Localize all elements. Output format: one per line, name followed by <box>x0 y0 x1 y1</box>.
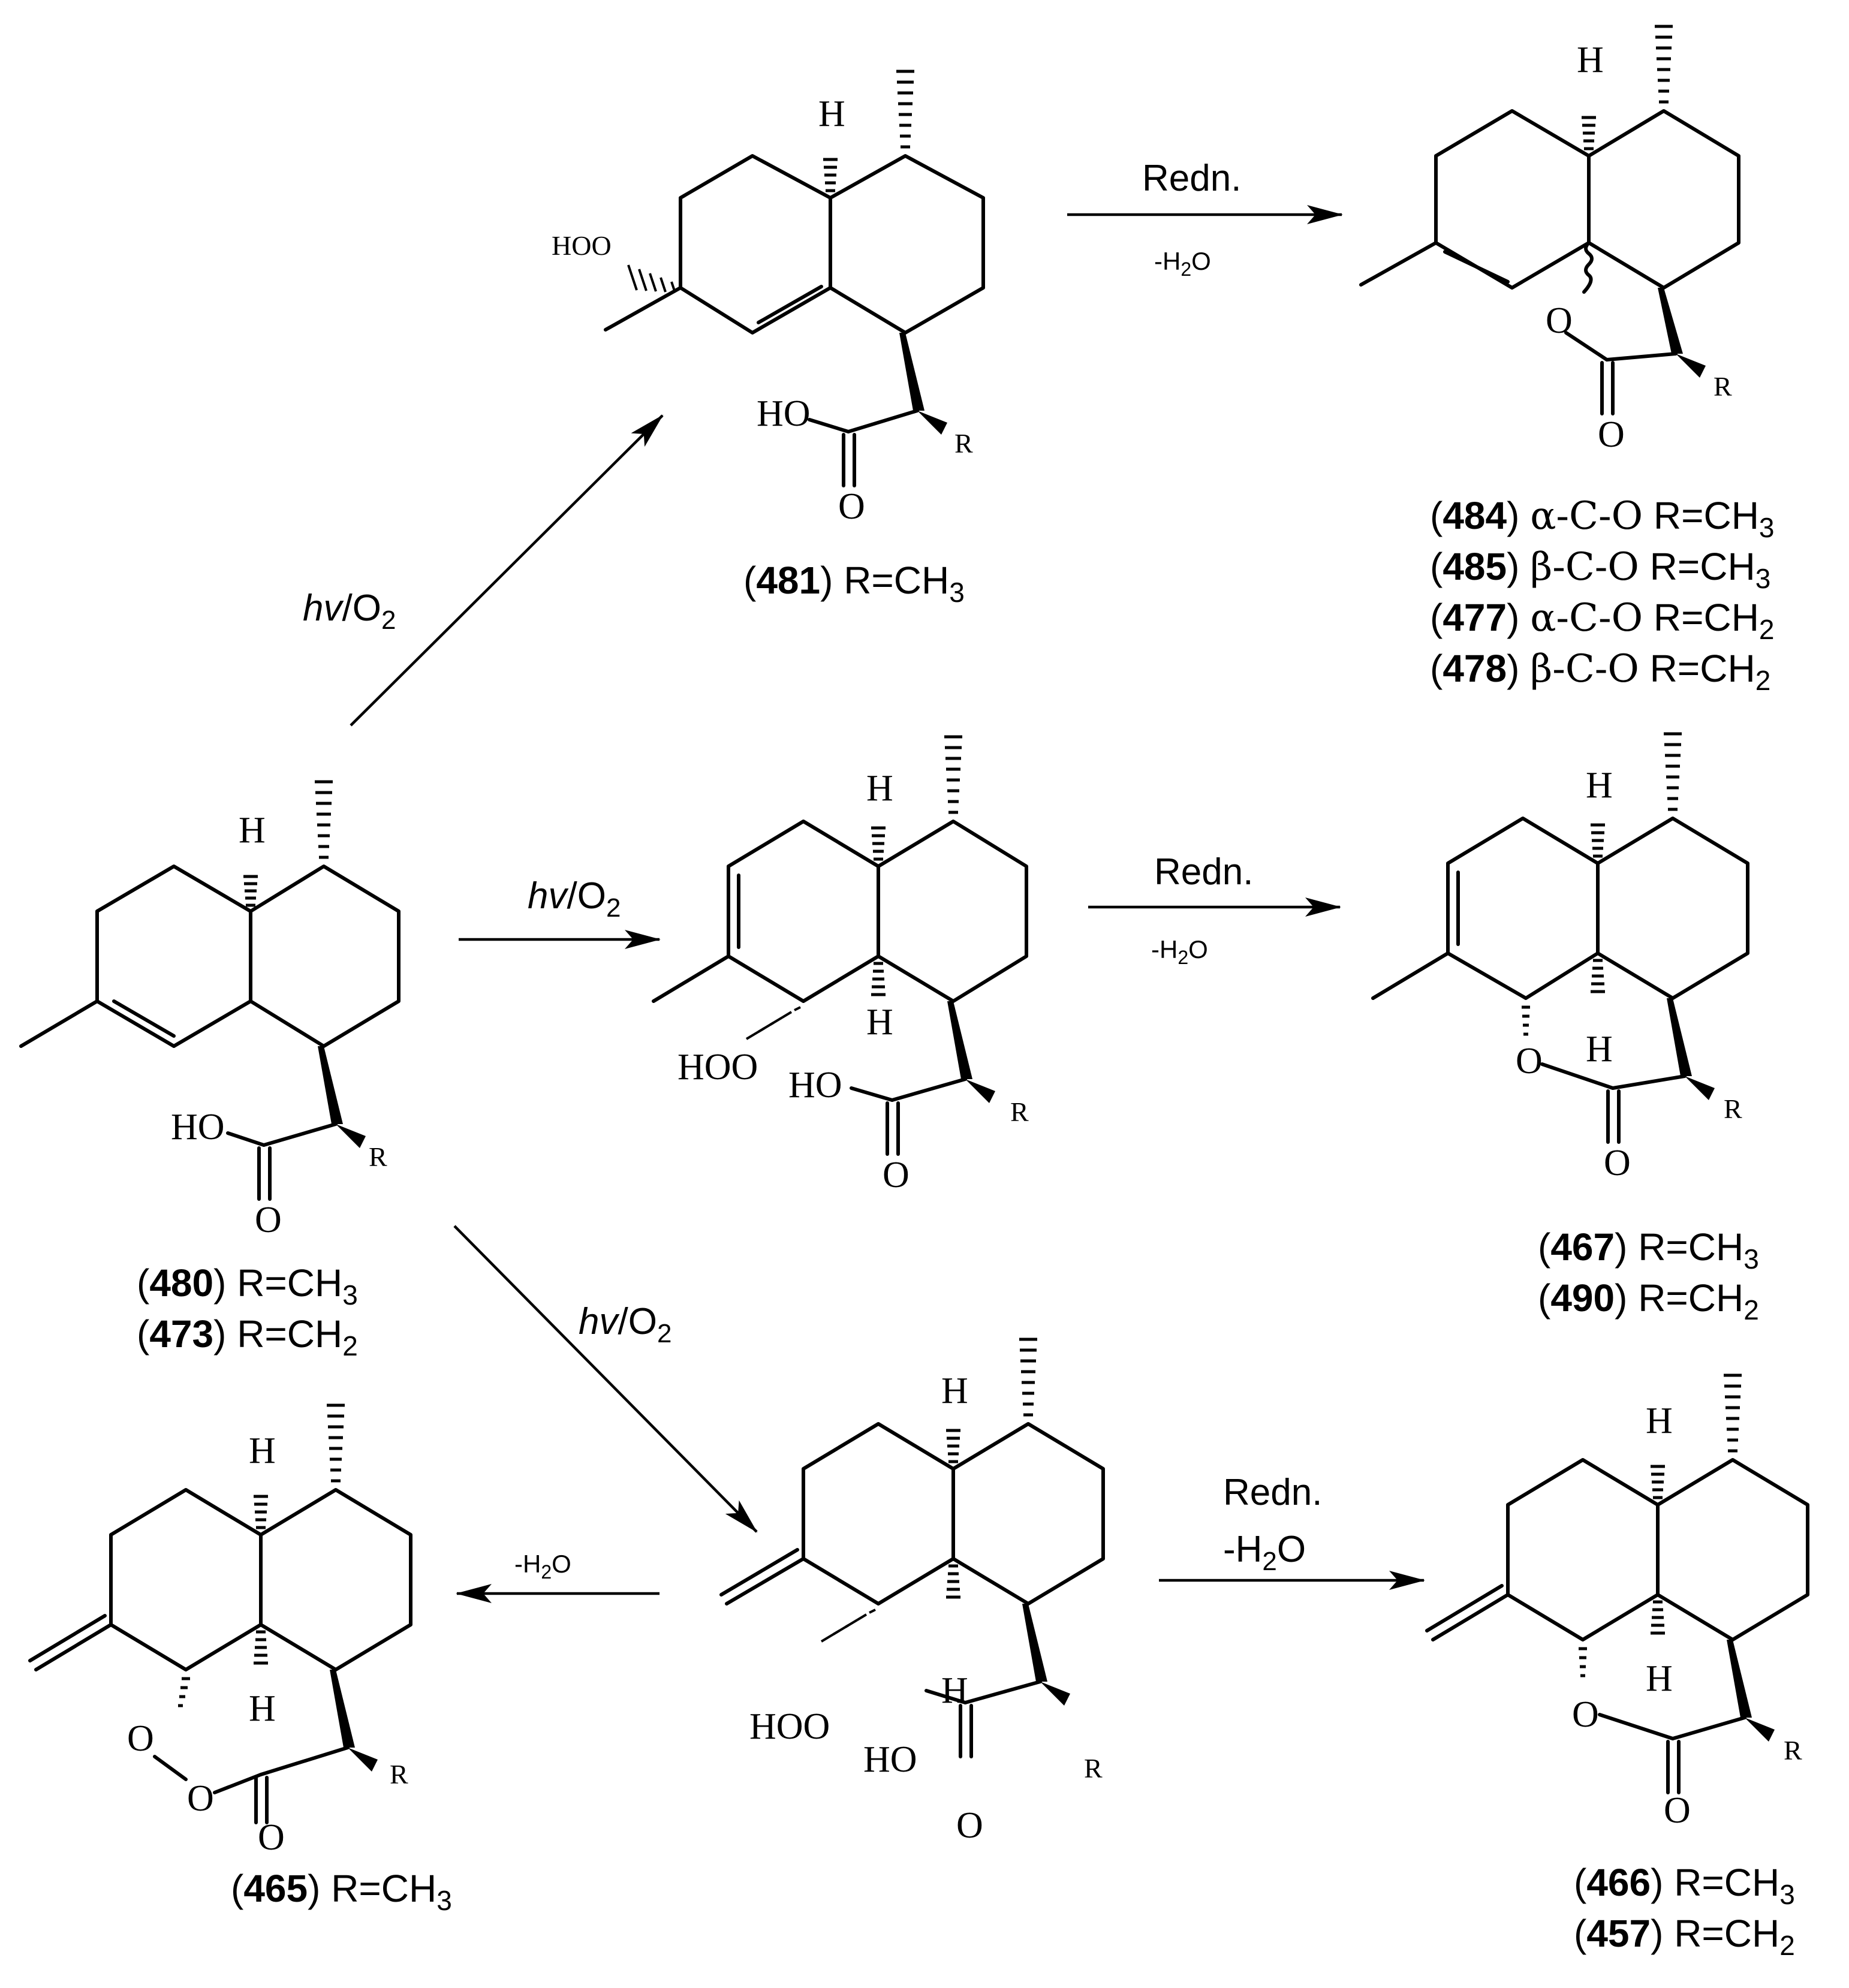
label-477: (477) α-C-O R=CH2 <box>1430 596 1775 645</box>
atom-o: O <box>838 486 865 527</box>
atom-h: H <box>818 94 845 134</box>
atom-r: R <box>1784 1735 1802 1766</box>
reagent-redn-1: Redn. <box>1142 158 1241 199</box>
atom-o: O <box>258 1817 285 1858</box>
arrow-down-to-lower <box>453 1225 758 1533</box>
structure-481: HOO H HO O R <box>552 70 985 527</box>
label-485: (485) β-C-O R=CH3 <box>1430 545 1770 594</box>
hash-h <box>243 875 258 907</box>
label-457: (457) R=CH2 <box>1574 1912 1795 1961</box>
structure-465: H H O O O R <box>28 1403 412 1858</box>
atom-r: R <box>1714 371 1732 402</box>
atom-r: R <box>1724 1094 1742 1124</box>
structure-484: H O O R <box>1359 25 1740 455</box>
reagent-photo-3: hv/O2 <box>579 1301 671 1348</box>
atom-o: O <box>883 1155 910 1195</box>
atom-h-top: H <box>941 1370 968 1411</box>
structure-480: H HO O R <box>19 780 400 1240</box>
label-484: (484) α-C-O R=CH3 <box>1430 494 1775 543</box>
structure-middle-hydroperoxide: H H HOO HO O R <box>652 735 1029 1195</box>
label-473: (473) R=CH2 <box>137 1312 358 1362</box>
atom-o-ring: O <box>1516 1041 1543 1082</box>
atom-o: O <box>1604 1143 1631 1183</box>
atom-o: O <box>255 1200 282 1240</box>
atom-ho: HO <box>171 1107 225 1147</box>
atom-o-2: O <box>187 1778 214 1819</box>
reagent-dehydration-3: -H2O <box>514 1550 571 1583</box>
atom-ho: HO <box>863 1739 917 1780</box>
atom-r: R <box>1010 1097 1029 1127</box>
atom-h-top: H <box>1646 1400 1673 1441</box>
atom-h-bottom: H <box>866 1002 893 1043</box>
reagent-photo-2: hv/O2 <box>528 875 621 923</box>
structure-467: H H O O R <box>1371 732 1749 1183</box>
reagent-dehydration-4: -H2O <box>1223 1529 1306 1576</box>
atom-o-1: O <box>127 1718 154 1759</box>
structure-466: H H O O R <box>1425 1373 1809 1831</box>
reagent-dehydration-2: -H2O <box>1151 935 1208 968</box>
atom-ho: HO <box>757 393 811 434</box>
atom-h-bottom: H <box>249 1688 276 1729</box>
atom-hoo: HOO <box>552 230 612 261</box>
label-490: (490) R=CH2 <box>1538 1276 1759 1326</box>
atom-h-bottom: H <box>941 1670 968 1711</box>
atom-r: R <box>1084 1753 1103 1784</box>
atom-ho: HO <box>788 1065 842 1106</box>
label-478: (478) β-C-O R=CH2 <box>1430 647 1770 696</box>
atom-hoo: HOO <box>677 1047 758 1088</box>
label-481: (481) R=CH3 <box>743 559 965 608</box>
atom-r: R <box>954 428 973 459</box>
arrow-up-to-481 <box>350 414 664 727</box>
atom-o: O <box>1598 414 1625 455</box>
atom-o: O <box>1664 1790 1691 1831</box>
atom-h-bottom: H <box>1646 1658 1673 1699</box>
atom-h: H <box>239 810 266 851</box>
reagent-dehydration-1: -H2O <box>1154 247 1211 280</box>
label-465: (465) R=CH3 <box>231 1867 452 1916</box>
reagent-redn-2: Redn. <box>1154 851 1253 893</box>
atom-r: R <box>369 1141 387 1172</box>
atom-o-ring: O <box>1572 1694 1599 1735</box>
atom-hoo: HOO <box>749 1706 830 1747</box>
label-480: (480) R=CH3 <box>137 1261 358 1311</box>
atom-o: O <box>956 1805 983 1846</box>
reagent-photo-1: hv/O2 <box>303 588 396 635</box>
label-467: (467) R=CH3 <box>1538 1225 1759 1275</box>
atom-h-bottom: H <box>1586 1029 1613 1070</box>
reagent-redn-3: Redn. <box>1223 1472 1322 1513</box>
atom-h-top: H <box>1586 765 1613 806</box>
atom-r: R <box>390 1759 408 1790</box>
label-466: (466) R=CH3 <box>1574 1861 1795 1910</box>
atom-h-top: H <box>866 768 893 809</box>
atom-h: H <box>1577 40 1604 80</box>
atom-h-top: H <box>249 1430 276 1471</box>
structure-lower-hydroperoxide: H H HOO HO O R <box>719 1338 1105 1846</box>
